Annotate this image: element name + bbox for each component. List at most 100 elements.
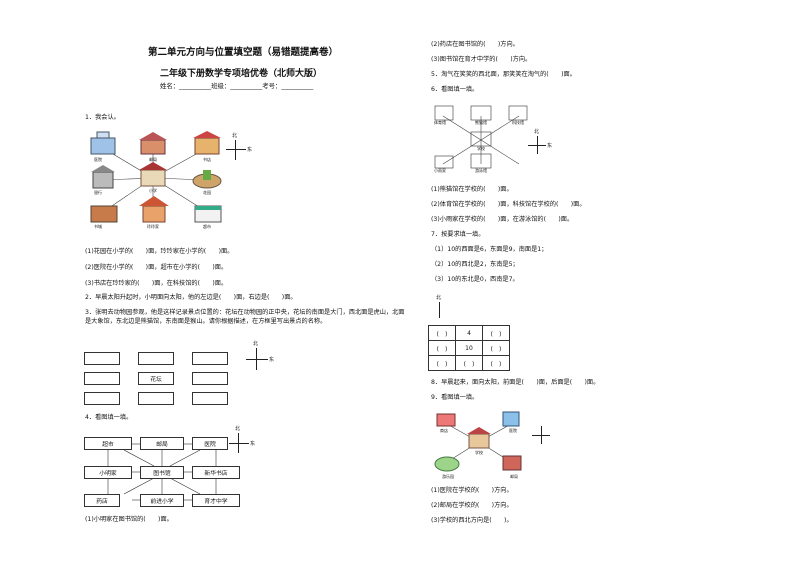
q7-compass-arrow bbox=[439, 302, 440, 318]
q6-line-2: (2)体育馆在学校的( )面，科技馆在学校的( )面。 bbox=[431, 201, 586, 208]
q6-label-xiaoyu: 小雨家 bbox=[434, 168, 446, 173]
q3-box-northwest[interactable] bbox=[84, 352, 120, 365]
q6-map bbox=[434, 105, 528, 169]
q6-compass-ew bbox=[528, 145, 546, 146]
q1-map bbox=[90, 131, 222, 223]
q1-compass-east: 东 bbox=[247, 147, 253, 153]
q3-box-southeast[interactable] bbox=[192, 392, 228, 405]
q1-label-garden: 花园 bbox=[203, 190, 211, 195]
bookstore-icon bbox=[193, 131, 221, 155]
q9-heading: 9．看图填一填。 bbox=[431, 394, 479, 401]
sports-hall-icon bbox=[434, 105, 454, 121]
q6-label-panda: 熊猫馆 bbox=[475, 120, 487, 125]
student-info-fields: 姓名：__________班级：__________考号：__________ bbox=[160, 82, 314, 90]
q6-line-1: (1)熊猫馆在学校的( )面。 bbox=[431, 186, 513, 193]
q4-box-supermarket: 超市 bbox=[84, 437, 132, 450]
q9-line-3: (3)学校的西北方向是( )。 bbox=[431, 517, 513, 524]
hospital-icon bbox=[90, 131, 116, 155]
q4-compass-east: 东 bbox=[250, 441, 256, 447]
q9-label-school: 学校 bbox=[475, 450, 483, 455]
q7-cell-ne[interactable]: ( ) bbox=[482, 325, 510, 341]
shop-icon bbox=[436, 413, 456, 427]
q7-cell-e[interactable]: ( ) bbox=[482, 340, 510, 356]
q4-line-1: (1)小明家在图书馆的( )面。 bbox=[85, 516, 173, 523]
q6-label-school: 学校 bbox=[477, 146, 485, 151]
q8-text: 8．早晨起来，面向太阳，前面是( )面，后面是( )面。 bbox=[431, 379, 600, 386]
q6-compass-east: 东 bbox=[547, 143, 553, 149]
q3-box-east[interactable] bbox=[192, 372, 228, 385]
q4-box-post: 邮局 bbox=[140, 437, 184, 450]
post-office-building-icon bbox=[502, 455, 522, 471]
q7-line-3: （3）10的东北是0，西南是7。 bbox=[431, 276, 519, 283]
q5-text: 5．淘气在笑笑的西北面，那笑笑在淘气的( )面。 bbox=[431, 71, 576, 78]
q3-box-north[interactable] bbox=[138, 352, 174, 365]
q3-box-south[interactable] bbox=[138, 392, 174, 405]
q7-cell-w[interactable]: ( ) bbox=[428, 340, 456, 356]
q7-cell-center: 10 bbox=[455, 340, 483, 356]
post-office-icon bbox=[139, 132, 167, 155]
q4-box-qianjin-school: 前进小学 bbox=[140, 494, 184, 507]
q7-line-2: （2）10的西北是2，东南是5； bbox=[431, 261, 519, 268]
q7-cell-s[interactable]: ( ) bbox=[455, 355, 483, 371]
q7-line-1: （1）10的西面是6，东面是9，南面是1； bbox=[431, 246, 548, 253]
q4-compass-north: 北 bbox=[235, 426, 241, 432]
q4-box-pharmacy: 药店 bbox=[84, 494, 120, 507]
panda-hall-icon bbox=[470, 105, 492, 121]
q1-label-bank: 银行 bbox=[94, 190, 102, 195]
q1-label-bookstore: 书店 bbox=[203, 157, 211, 162]
q3-compass-north: 北 bbox=[253, 341, 259, 347]
q7-heading: 7．按要求填一填。 bbox=[431, 231, 485, 238]
school-icon bbox=[139, 162, 167, 187]
q3-box-west[interactable] bbox=[84, 372, 120, 385]
bank-icon bbox=[91, 165, 115, 189]
q7-cell-sw[interactable]: ( ) bbox=[428, 355, 456, 371]
q3-compass-ew bbox=[246, 359, 268, 360]
q3-box-northeast[interactable] bbox=[192, 352, 228, 365]
q9-label-hospital: 医院 bbox=[509, 428, 517, 433]
supermarket-icon bbox=[194, 205, 222, 223]
q9-line-2: (2)邮局在学校的( )方向。 bbox=[431, 502, 513, 509]
hospital-building-icon bbox=[502, 411, 520, 427]
q6-label-swim: 游泳馆 bbox=[475, 168, 487, 173]
q6-line-3: (3)小雨家在学校的( )面，在游泳馆的( )面。 bbox=[431, 216, 574, 223]
q1-line-3: (3)书店在玲玲家的( )面，在科技馆的( )面。 bbox=[85, 280, 228, 287]
q4-heading: 4．看图填一填。 bbox=[85, 414, 133, 421]
q6-label-sports: 体育馆 bbox=[434, 120, 446, 125]
q4-box-yucai-middle: 育才中学 bbox=[192, 494, 240, 507]
page-subtitle: 二年级下册数学专项培优卷（北师大版） bbox=[160, 69, 323, 79]
q9-label-post: 邮局 bbox=[510, 474, 518, 479]
page-title: 第二单元方向与位置填空题（易错题提高卷） bbox=[148, 47, 339, 58]
q4-box-xiaoming-home: 小明家 bbox=[84, 466, 132, 479]
q1-line-2: (2)医院在小学的( )面，超市在小学的( )面。 bbox=[85, 264, 228, 271]
q4-box-library: 图书馆 bbox=[140, 466, 184, 479]
q4-box-hospital: 医院 bbox=[192, 437, 228, 450]
tech-museum-icon bbox=[508, 105, 528, 121]
q1-label-mall: 书城 bbox=[94, 224, 102, 229]
q1-compass-ns bbox=[235, 140, 236, 160]
q3-compass-east: 东 bbox=[269, 357, 275, 363]
q4-line-3: (3)图书馆在育才中学的( )方向。 bbox=[431, 56, 532, 63]
q7-compass-north: 北 bbox=[436, 295, 442, 301]
q3-box-center: 花坛 bbox=[138, 372, 174, 385]
q4-box-xinhua-bookstore: 新华书店 bbox=[192, 466, 240, 479]
school-building-icon bbox=[467, 427, 491, 449]
q1-compass-north: 北 bbox=[232, 133, 238, 139]
q1-heading: 1．我会认。 bbox=[85, 114, 120, 121]
q2-text: 2．早晨太阳升起时，小明面向太阳，他的左边是( )面，右边是( )面。 bbox=[85, 294, 297, 301]
school-center-icon bbox=[470, 131, 492, 147]
q1-compass-ew bbox=[226, 149, 246, 150]
q7-cell-nw[interactable]: ( ) bbox=[428, 325, 456, 341]
house-icon bbox=[139, 196, 169, 223]
q9-map bbox=[434, 411, 522, 472]
garden-icon bbox=[192, 170, 222, 189]
q7-cell-se[interactable]: ( ) bbox=[482, 355, 510, 371]
q9-compass-ew bbox=[532, 435, 550, 436]
swimming-icon bbox=[470, 153, 492, 169]
q6-compass-north: 北 bbox=[534, 129, 540, 135]
q9-label-shop: 商店 bbox=[440, 428, 448, 433]
q1-label-post: 邮局 bbox=[149, 157, 157, 162]
store-icon bbox=[90, 205, 118, 223]
q4-connectors bbox=[107, 443, 217, 501]
q3-box-southwest[interactable] bbox=[84, 392, 120, 405]
q9-label-playground: 游乐园 bbox=[442, 474, 454, 479]
